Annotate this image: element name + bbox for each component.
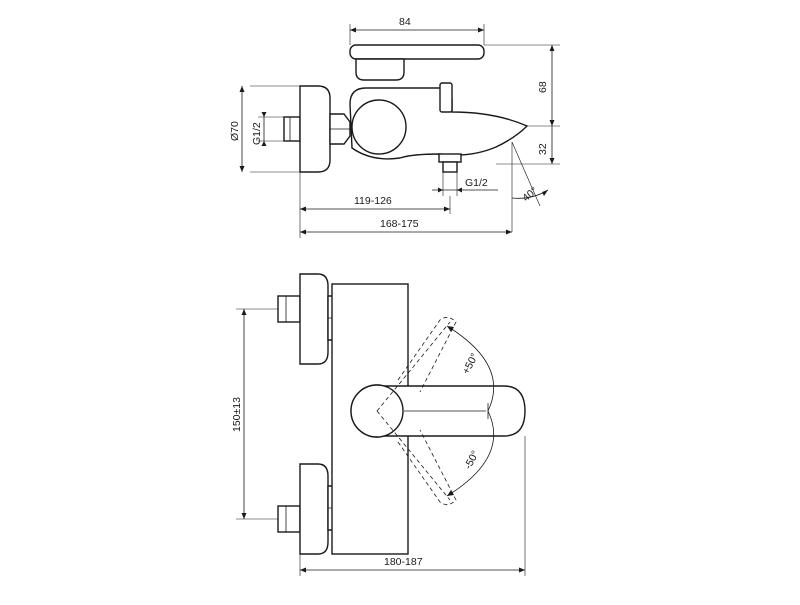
minus-angle-label: -50° <box>462 449 482 472</box>
lever-rotation-ghosts <box>376 317 457 505</box>
total-projection-label: 168-175 <box>380 218 419 230</box>
inlet-connector <box>283 116 301 142</box>
spout-offset-label: 119-126 <box>354 195 392 207</box>
height-label: 68 <box>537 81 549 93</box>
dimension-spout-drop: 32 <box>496 126 560 165</box>
dimension-total-projection: 168-175 <box>300 218 512 235</box>
dimension-total-width: 180-187 <box>299 436 526 576</box>
front-view: +50° -50° 150±13 180-187 <box>231 273 526 576</box>
spout-drop-label: 32 <box>537 143 549 155</box>
dimension-center-distance: 150±13 <box>231 308 278 520</box>
diverter-knob <box>439 82 453 113</box>
plus-angle-label: +50° <box>460 351 481 376</box>
dimension-outlet-thread: G1/2 <box>432 172 498 196</box>
dimension-height: 68 <box>484 44 560 127</box>
center-distance-label: 150±13 <box>231 397 243 432</box>
outlet-connector <box>438 153 462 173</box>
hex-nut <box>329 113 351 145</box>
mixer-body <box>349 87 529 160</box>
outlet-thread-label: G1/2 <box>465 177 488 189</box>
rosette-diameter-label: Ø70 <box>229 121 241 141</box>
wall-rosette <box>299 85 331 173</box>
dimension-spout-offset: 119-126 <box>299 172 451 238</box>
dimension-lever-length: 84 <box>349 16 485 45</box>
dimension-spout-angle: 40° <box>511 141 549 232</box>
inlet-thread-label: G1/2 <box>251 122 263 145</box>
dimension-rosette-diameter: Ø70 <box>229 85 300 173</box>
spout-angle-label: 40° <box>520 185 540 204</box>
mixer-body-front <box>331 283 526 555</box>
side-view: 84 68 32 40° <box>229 16 560 238</box>
lever-length-label: 84 <box>399 16 411 28</box>
lever <box>349 44 485 81</box>
dimension-inlet-thread: G1/2 <box>251 112 284 146</box>
total-width-label: 180-187 <box>384 556 423 568</box>
